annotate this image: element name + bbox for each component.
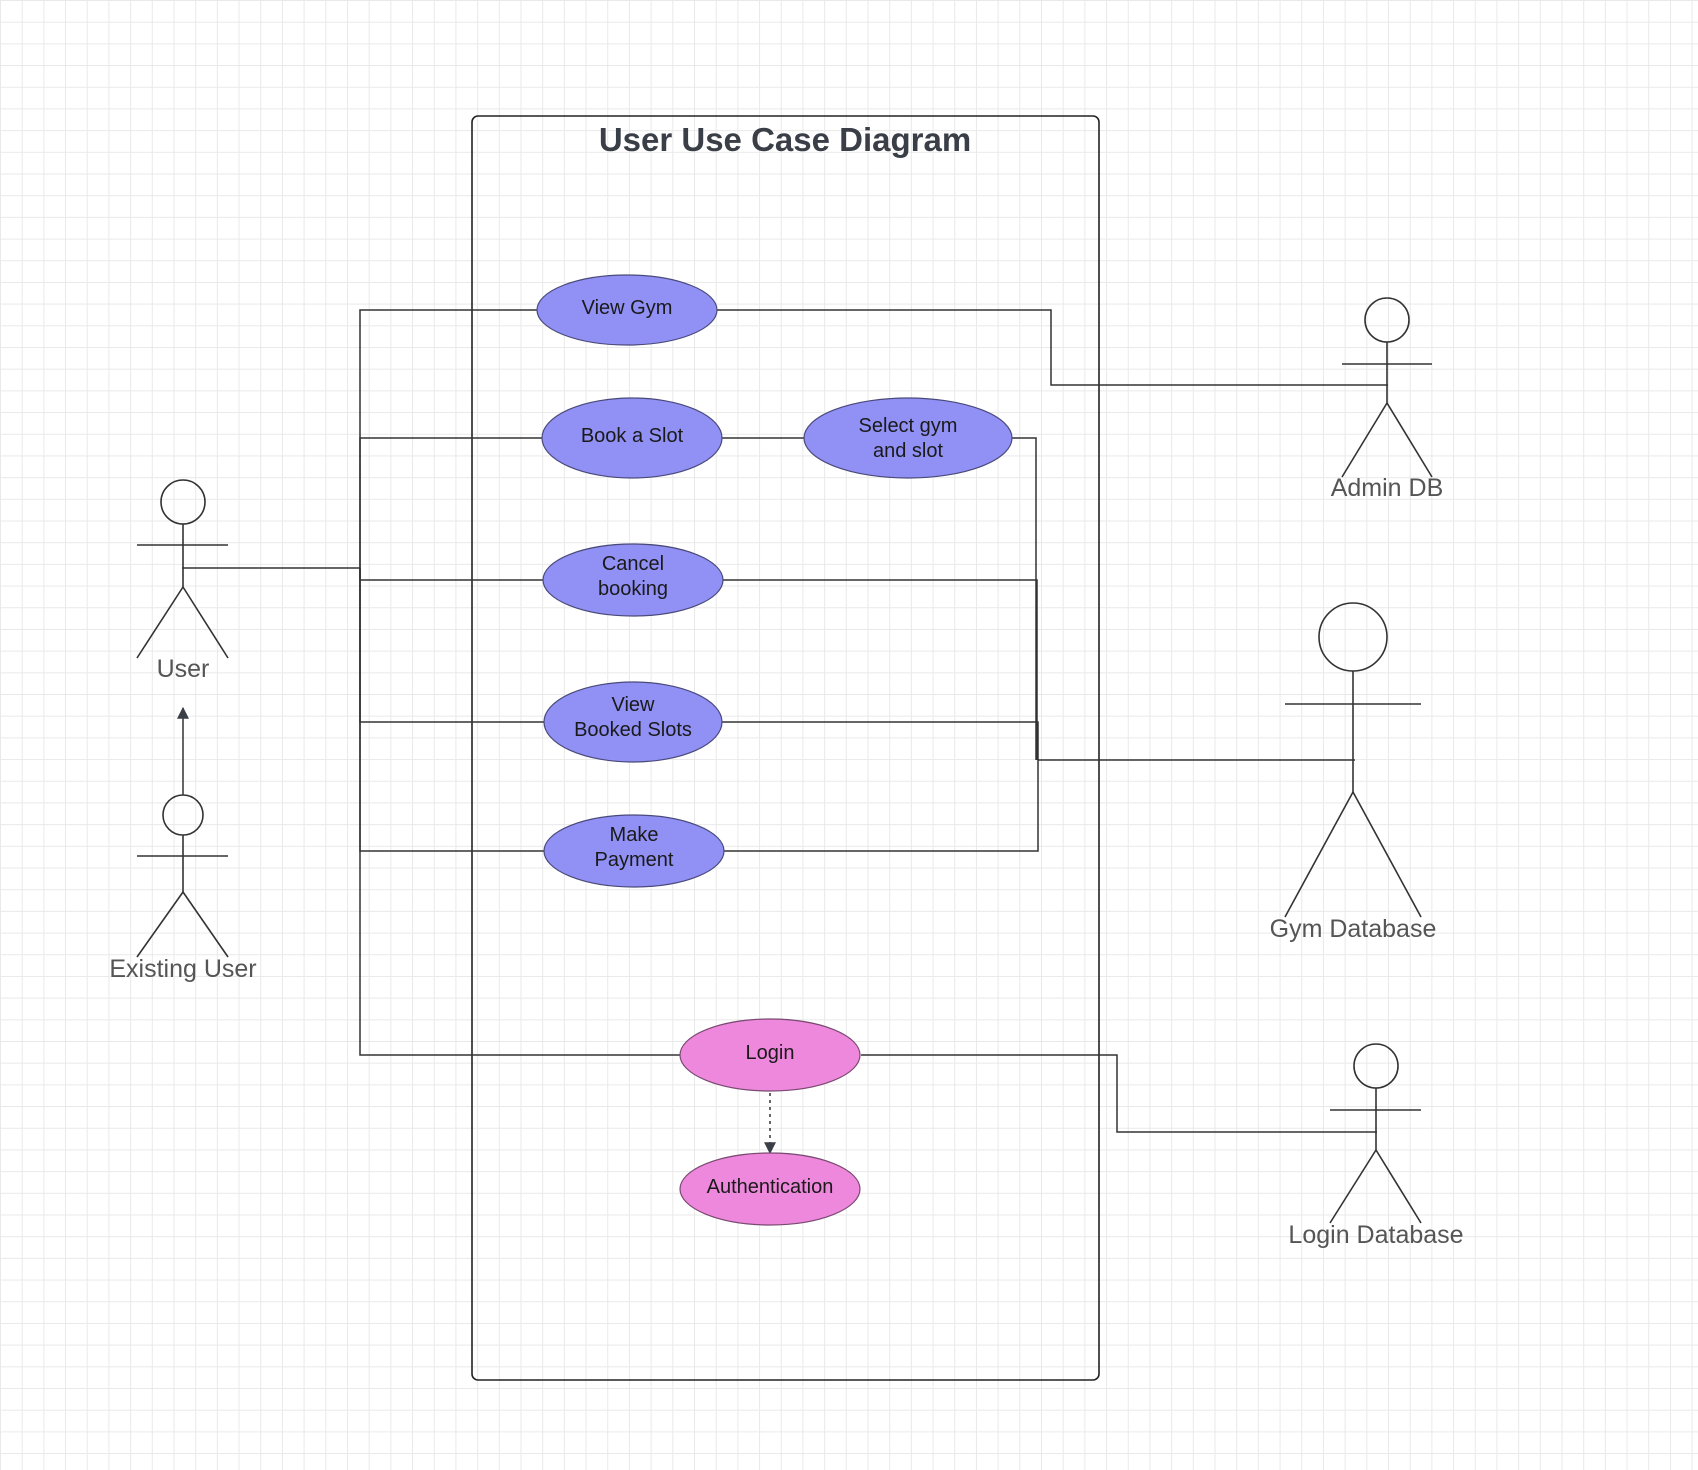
use-case-view-booked-slots[interactable]: View Booked Slots [543, 681, 723, 763]
connector-payment-gym-db[interactable] [723, 759, 1355, 852]
use-case-book-slot[interactable]: Book a Slot [541, 397, 723, 479]
actor-gym-database[interactable]: Gym Database [1270, 602, 1437, 943]
actor-user-label: User [157, 655, 210, 683]
use-case-select-gym-slot[interactable]: Select gym and slot [803, 397, 1013, 479]
connector-select-gym-db[interactable] [1012, 437, 1037, 760]
actor-existing-user[interactable]: Existing User [109, 794, 257, 983]
actor-head-icon [1364, 297, 1410, 343]
use-case-label: Book a Slot [581, 425, 684, 447]
use-case-label: Make [610, 824, 659, 846]
use-case-label: Booked Slots [574, 719, 692, 741]
connector-cancel-gym-db[interactable] [722, 579, 1038, 760]
actor-user[interactable]: User [136, 479, 229, 683]
actor-existing-user-label: Existing User [109, 955, 256, 983]
use-case-label: View [612, 694, 656, 716]
user-connectors [182, 309, 681, 1056]
actor-head-icon [1318, 602, 1388, 672]
actor-gym-database-label: Gym Database [1270, 915, 1437, 943]
use-case-view-gym[interactable]: View Gym [536, 274, 718, 346]
use-case-label: Payment [595, 849, 674, 871]
use-case-label: Login [746, 1042, 795, 1064]
connector-view-booked-gym-db[interactable] [721, 721, 1039, 760]
actor-login-database[interactable]: Login Database [1288, 1043, 1464, 1249]
connector-user-view-booked[interactable] [359, 568, 545, 723]
use-case-label: Select gym [859, 415, 958, 437]
actor-admin-db-label: Admin DB [1331, 474, 1444, 502]
use-case-authentication[interactable]: Authentication [679, 1152, 861, 1226]
use-case-label: Cancel [602, 553, 664, 575]
connector-view-gym-admin-db[interactable] [716, 309, 1388, 386]
connector-user-login[interactable] [359, 568, 681, 1056]
diagram-title: User Use Case Diagram [599, 121, 971, 158]
use-case-label: and slot [873, 440, 943, 462]
connector-user-book-slot[interactable] [359, 437, 543, 568]
actor-head-icon [162, 794, 204, 836]
system-boundary[interactable] [471, 115, 1100, 1381]
use-case-cancel-booking[interactable]: Cancel booking [542, 543, 724, 617]
actor-login-database-label: Login Database [1288, 1221, 1463, 1249]
use-case-label: View Gym [582, 297, 673, 319]
use-case-make-payment[interactable]: Make Payment [543, 814, 725, 888]
database-connectors [716, 309, 1388, 1133]
use-case-login[interactable]: Login [679, 1018, 861, 1092]
use-case-label: booking [598, 578, 668, 600]
use-case-label: Authentication [707, 1176, 834, 1198]
actor-admin-db[interactable]: Admin DB [1331, 297, 1444, 502]
connector-user-make-payment[interactable] [359, 568, 545, 852]
actor-head-icon [160, 479, 206, 525]
connector-login-login-db[interactable] [861, 1054, 1377, 1133]
connector-user-cancel-booking[interactable] [359, 568, 543, 581]
actor-head-icon [1353, 1043, 1399, 1089]
